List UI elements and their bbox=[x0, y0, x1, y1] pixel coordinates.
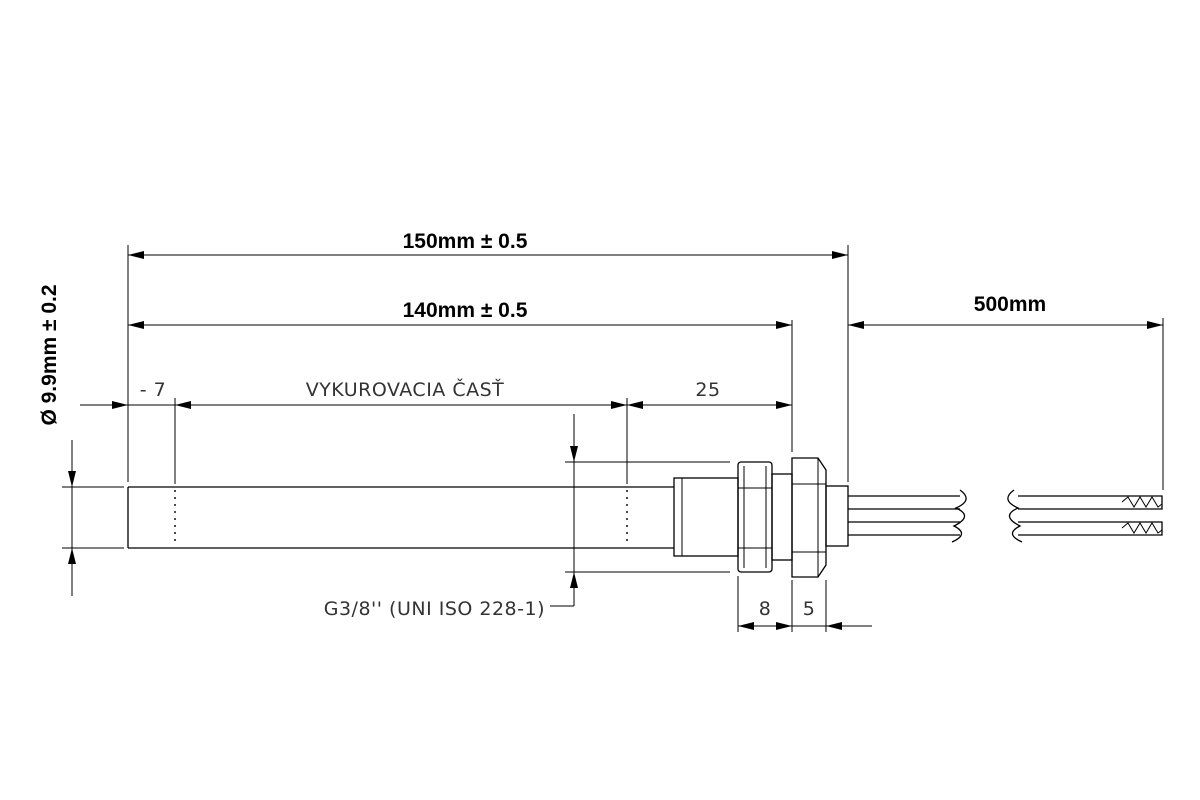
dim-500 bbox=[848, 321, 1163, 329]
dim-8-5 bbox=[738, 622, 872, 630]
unheated-end-label: 25 bbox=[695, 379, 720, 401]
dim-150 bbox=[128, 251, 848, 259]
heater-body bbox=[127, 486, 674, 549]
dim-thread bbox=[550, 414, 578, 607]
nut-width-label: 8 bbox=[759, 598, 772, 620]
element-length-label: 140mm ± 0.5 bbox=[403, 299, 528, 322]
threaded-fitting bbox=[673, 457, 849, 578]
lead-wires bbox=[848, 489, 1163, 543]
diameter-label: Ø 9.9mm ± 0.2 bbox=[38, 284, 61, 425]
dim-heating-row bbox=[80, 401, 792, 409]
dim-diameter bbox=[68, 440, 76, 596]
hex-width-label: 5 bbox=[803, 598, 816, 620]
thread-spec-label: G3/8'' (UNI ISO 228-1) bbox=[324, 598, 545, 620]
overall-length-label: 150mm ± 0.5 bbox=[403, 230, 528, 253]
unheated-tip-label: - 7 bbox=[140, 379, 166, 401]
wire-length-label: 500mm bbox=[974, 293, 1046, 316]
heating-zone-label: VYKUROVACIA ČASŤ bbox=[306, 377, 505, 401]
dim-140 bbox=[128, 321, 792, 329]
